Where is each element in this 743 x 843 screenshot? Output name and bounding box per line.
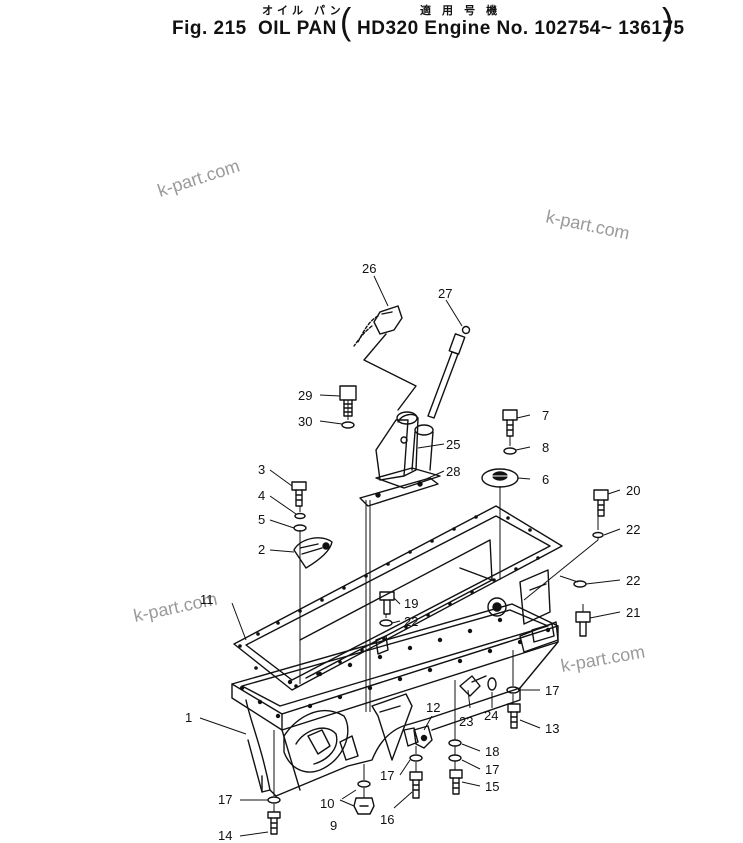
callout: 3 — [258, 462, 265, 477]
callout: 17 — [380, 768, 394, 783]
callout: 13 — [545, 721, 559, 736]
strainer-2 — [293, 537, 333, 569]
callout: 23 — [459, 714, 473, 729]
callout: 11 — [200, 592, 214, 607]
callout: 2 — [258, 542, 265, 557]
callout: 17 — [545, 683, 559, 698]
washer-17 — [506, 686, 520, 694]
leader-line — [363, 333, 417, 411]
washer-17 — [267, 796, 281, 804]
callout: 24 — [484, 708, 498, 723]
callout: 6 — [542, 472, 549, 487]
callout: 22 — [626, 573, 640, 588]
callout: 9 — [330, 818, 337, 833]
bolt-3 — [291, 481, 307, 507]
o-ring-10 — [357, 780, 371, 788]
part-name-japanese: オイル パン — [262, 5, 345, 17]
cover-6 — [481, 468, 519, 488]
callout-leaders — [199, 275, 621, 837]
dipstick — [427, 325, 471, 419]
washer-8 — [503, 447, 517, 455]
washer-4 — [294, 512, 306, 520]
callout: 28 — [446, 464, 460, 479]
bolt-19 — [379, 591, 395, 615]
callout: 25 — [446, 437, 460, 452]
bolt-21 — [575, 611, 591, 637]
bolt-16 — [409, 771, 423, 799]
filler-gasket — [359, 477, 439, 507]
assembly-lines — [273, 400, 599, 812]
oil-pan-gasket — [233, 505, 563, 691]
callout: 16 — [380, 812, 394, 827]
watermark: k-part.com — [544, 206, 631, 243]
callout: 19 — [404, 596, 418, 611]
callout: 27 — [438, 286, 452, 301]
bolt-15 — [449, 769, 463, 795]
washer-22 — [573, 580, 587, 588]
callout: 12 — [426, 700, 440, 715]
washer-22 — [379, 619, 393, 627]
washer-17 — [448, 754, 462, 762]
callout: 21 — [626, 605, 640, 620]
callout: 17 — [218, 792, 232, 807]
washer-17 — [409, 754, 423, 762]
drain-plug-9 — [353, 797, 375, 815]
applicability: HD320 Engine No. 102754~ 136175 — [357, 18, 685, 39]
callout: 22 — [626, 522, 640, 537]
bolt-14 — [267, 811, 281, 835]
figure-number: Fig. 215 — [172, 18, 247, 39]
left-paren: ( — [340, 1, 352, 43]
bolt-13 — [507, 703, 521, 729]
bolt-20 — [593, 489, 609, 517]
washer-22 — [592, 531, 604, 539]
oil-pan-body — [231, 603, 559, 797]
callout: 10 — [320, 796, 334, 811]
callout: 14 — [218, 828, 232, 843]
callout: 8 — [542, 440, 549, 455]
washer-18 — [448, 739, 462, 747]
callout-numbers: 1 2 3 4 5 6 7 8 9 10 11 12 13 14 15 16 1… — [185, 261, 640, 843]
breather-cap — [353, 305, 403, 347]
filler-tube — [375, 411, 441, 489]
callout: 20 — [626, 483, 640, 498]
callout: 22 — [404, 614, 418, 629]
callout: 5 — [258, 512, 265, 527]
callout: 18 — [485, 744, 499, 759]
callout: 26 — [362, 261, 376, 276]
applicability-japanese: 適 用 号 機 — [420, 5, 502, 17]
callout: 17 — [485, 762, 499, 777]
callout: 29 — [298, 388, 312, 403]
washer-24 — [487, 677, 497, 691]
callout: 30 — [298, 414, 312, 429]
callout: 1 — [185, 710, 192, 725]
callout: 7 — [542, 408, 549, 423]
callout: 15 — [485, 779, 499, 794]
part-name: OIL PAN — [258, 18, 337, 39]
bolt-7 — [502, 409, 518, 437]
bolt-23 — [459, 675, 487, 697]
right-paren: ) — [662, 1, 674, 43]
callout: 4 — [258, 488, 265, 503]
watermark: k-part.com — [559, 641, 646, 675]
watermark: k-part.com — [155, 156, 242, 201]
washer-30 — [341, 421, 355, 429]
